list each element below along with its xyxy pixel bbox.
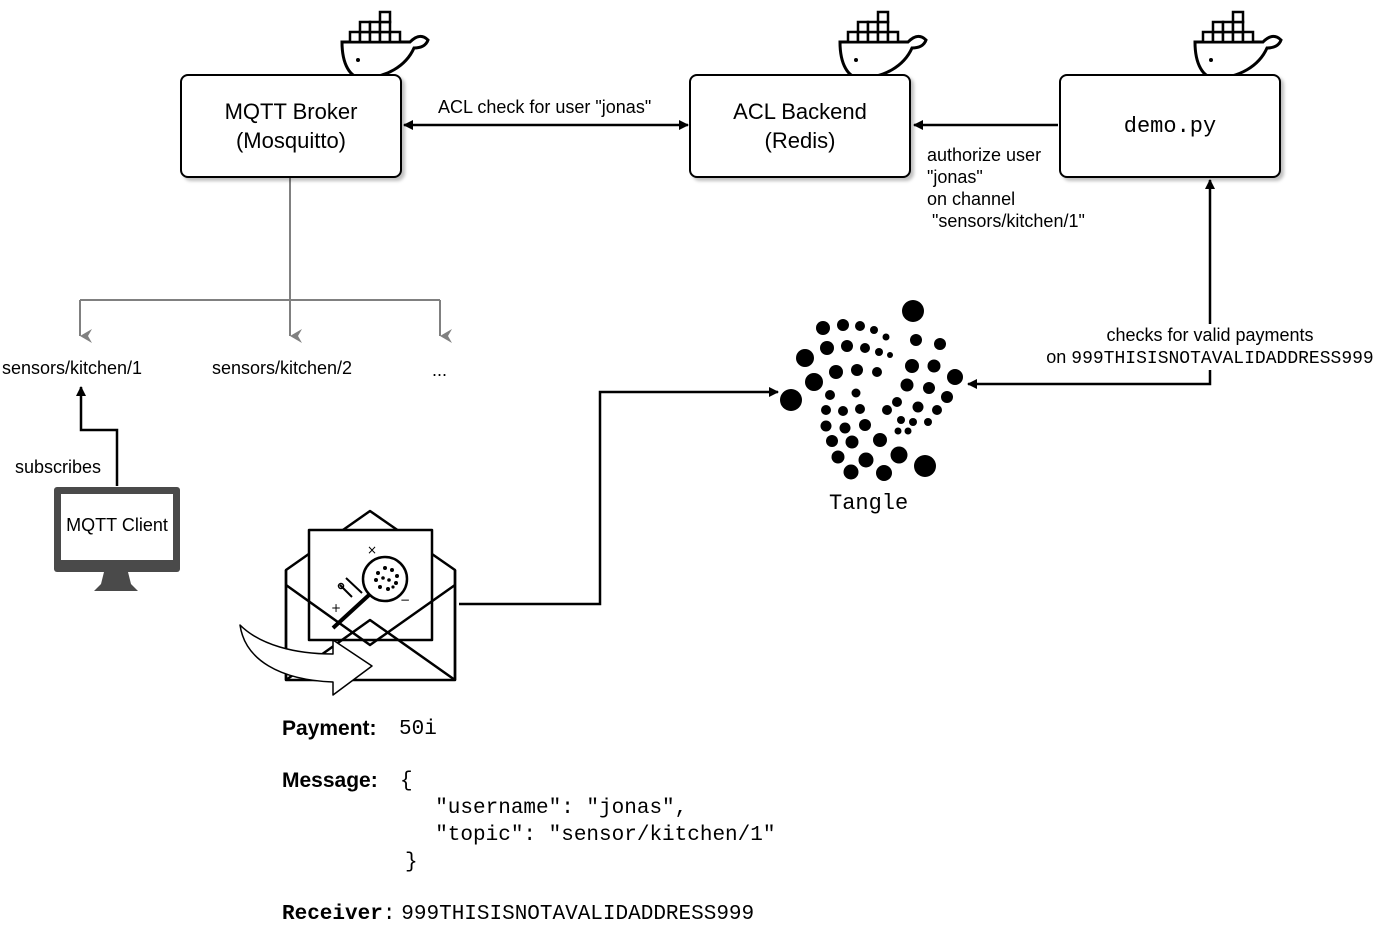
topic-more: ... bbox=[432, 360, 448, 380]
mqtt-client-label: MQTT Client bbox=[66, 515, 168, 535]
message-label: Message: bbox=[282, 769, 378, 792]
tangle-label: Tangle bbox=[829, 491, 909, 516]
authorize-line-4: "sensors/kitchen/1" bbox=[927, 211, 1085, 231]
payment-label: Payment: bbox=[282, 717, 377, 740]
mqtt-broker-title: MQTT Broker bbox=[224, 99, 358, 124]
topic-sensors-kitchen-2: sensors/kitchen/2 bbox=[212, 358, 353, 378]
acl-backend-subtitle: (Redis) bbox=[764, 128, 836, 153]
svg-text:×: × bbox=[367, 543, 377, 557]
subscribes-label: subscribes bbox=[15, 457, 102, 477]
checks-payments-label: checks for valid payments on 999THISISNO… bbox=[1036, 324, 1384, 370]
authorize-label: authorize user "jonas" on channel "senso… bbox=[927, 144, 1085, 232]
message-line-3: "topic": "sensor/kitchen/1" bbox=[410, 824, 776, 847]
checks-payments-prefix: on bbox=[1046, 347, 1072, 367]
receiver-value: 999THISISNOTAVALIDADDRESS999 bbox=[401, 903, 755, 926]
message-line-2: "username": "jonas", bbox=[410, 797, 688, 820]
message-line-1: { bbox=[400, 770, 413, 793]
acl-check-label: ACL check for user "jonas" bbox=[438, 97, 652, 117]
acl-backend-title: ACL Backend bbox=[733, 99, 867, 124]
authorize-line-1: authorize user bbox=[927, 145, 1042, 165]
topic-sensors-kitchen-1: sensors/kitchen/1 bbox=[2, 358, 143, 378]
demo-py-label: demo.py bbox=[1123, 113, 1217, 139]
mqtt-broker-subtitle: (Mosquitto) bbox=[235, 128, 347, 153]
receiver-row: Receiver: 999THISISNOTAVALIDADDRESS999 bbox=[282, 899, 754, 928]
svg-text:−: − bbox=[400, 593, 410, 607]
mqtt-broker-node: MQTT Broker (Mosquitto) bbox=[180, 74, 402, 178]
topic-fanout bbox=[79, 178, 452, 343]
payment-value: 50i bbox=[399, 718, 437, 741]
authorize-line-2: "jonas" bbox=[927, 167, 983, 187]
authorize-line-3: on channel bbox=[927, 189, 1016, 209]
receiver-label: Receiver bbox=[282, 903, 383, 926]
svg-text:+: + bbox=[331, 601, 341, 615]
receiver-colon: : bbox=[382, 903, 396, 926]
checks-payments-line-1: checks for valid payments bbox=[1106, 325, 1314, 345]
subscribes-arrow bbox=[76, 386, 119, 486]
demo-py-node: demo.py bbox=[1059, 74, 1281, 178]
message-body: { "username": "jonas", "topic": "sensor/… bbox=[400, 768, 775, 876]
acl-backend-node: ACL Backend (Redis) bbox=[689, 74, 911, 178]
checks-payments-arrow-left bbox=[967, 370, 1212, 389]
message-line-4: } bbox=[405, 851, 418, 874]
transaction-arrow bbox=[459, 387, 779, 606]
checks-payments-address: 999THISISNOTAVALIDADDRESS999 bbox=[1071, 349, 1374, 369]
